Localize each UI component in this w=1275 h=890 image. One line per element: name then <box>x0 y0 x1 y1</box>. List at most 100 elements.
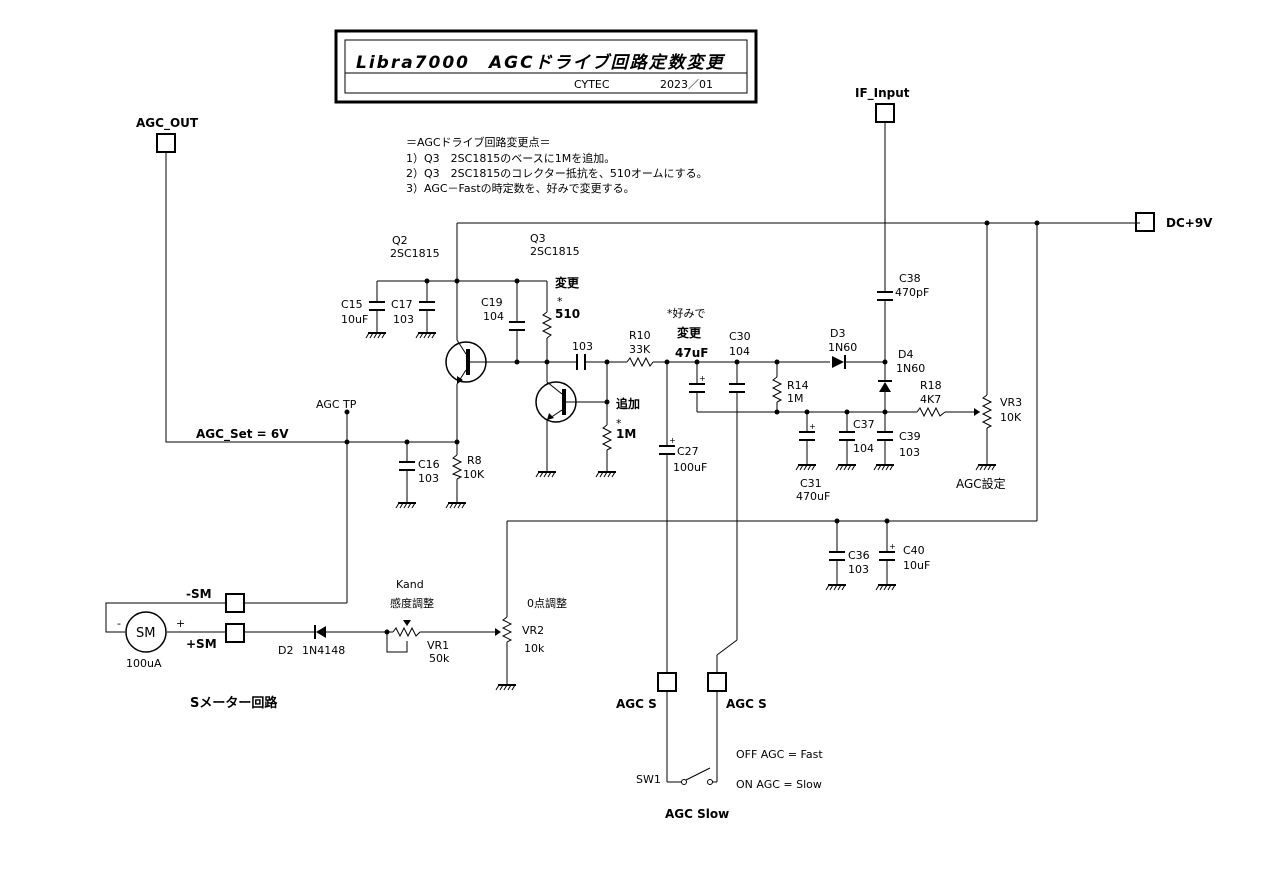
sw1-label: SW1 <box>636 773 661 786</box>
r18-ref: R18 <box>920 379 942 392</box>
ground-symbol <box>595 471 616 478</box>
r8-value: 10K <box>463 468 485 481</box>
smeter-label: Sメーター回路 <box>190 695 278 711</box>
r10-ref: R10 <box>629 329 651 342</box>
meter-label: SM <box>136 626 155 641</box>
c38-ref: C38 <box>899 272 921 285</box>
c39-symbol <box>877 431 893 441</box>
r510-symbol <box>541 311 553 339</box>
preference-note: *好みで <box>667 306 706 320</box>
d2-ref: D2 <box>278 644 293 657</box>
r1m-add-mark: 追加 <box>616 396 640 411</box>
c15-symbol <box>369 301 385 311</box>
vr3-ref: VR3 <box>1000 396 1022 409</box>
ground-symbol <box>795 464 816 471</box>
svg-text:+: + <box>669 436 676 445</box>
r8-symbol <box>451 454 463 480</box>
c36-symbol <box>829 551 845 561</box>
c39-value: 103 <box>899 446 920 459</box>
if-input-label: IF_Input <box>855 86 910 101</box>
ground-symbol <box>825 584 846 591</box>
change-notes: ＝AGCドライブ回路変更点＝ 1）Q3 2SC1815のベースに1Mを追加。 2… <box>406 135 708 195</box>
zero-label: 0点調整 <box>527 596 567 610</box>
r1m-add-symbol <box>601 424 613 451</box>
c15-value: 10uF <box>341 313 368 326</box>
vr2-value: 10k <box>524 642 545 655</box>
c103-coupling-symbol <box>576 354 586 370</box>
agc-tp-label: AGC TP <box>316 398 357 411</box>
c47u-symbol: + <box>689 374 706 393</box>
c40-symbol: + <box>879 542 896 561</box>
r10-value: 33K <box>629 343 651 356</box>
c19-value: 104 <box>483 310 504 323</box>
q2-ref: Q2 <box>392 234 408 247</box>
c38-value: 470pF <box>895 286 929 299</box>
sw1-switch <box>681 767 713 785</box>
r510-value: 510 <box>555 307 580 321</box>
potentiometers <box>392 394 993 643</box>
q2-transistor <box>445 339 487 385</box>
r14-value: 1M <box>787 392 804 405</box>
q3-value: 2SC1815 <box>530 245 580 258</box>
c16-symbol <box>399 461 415 471</box>
r510-star: * <box>557 295 563 308</box>
ground-symbol <box>873 464 894 471</box>
sm-plus-label: +SM <box>186 637 217 651</box>
title-date: 2023／01 <box>660 78 713 91</box>
component-labels: Q2 2SC1815 Q3 2SC1815 C15 10uF C17 103 C… <box>278 232 1022 665</box>
grounds <box>365 332 996 691</box>
diodes <box>314 355 892 639</box>
dc9v-port <box>1135 212 1155 232</box>
c27-symbol: + <box>659 436 676 455</box>
ground-symbol <box>495 684 516 691</box>
q3-ref: Q3 <box>530 232 546 245</box>
sm-plus-port <box>225 623 245 643</box>
on-slow-label: ON AGC = Slow <box>736 778 822 791</box>
d4-symbol <box>878 380 892 392</box>
r10-symbol <box>626 356 654 368</box>
c47u-mark: 変更 <box>677 325 702 340</box>
svg-text:+: + <box>809 422 816 431</box>
ground-symbol <box>835 464 856 471</box>
r510-mark: 変更 <box>555 275 580 290</box>
title-company: CYTEC <box>574 78 610 91</box>
c17-ref: C17 <box>391 298 413 311</box>
c16-value: 103 <box>418 472 439 485</box>
vr3-value: 10K <box>1000 411 1022 424</box>
c31-symbol: + <box>799 422 816 441</box>
c31-value: 470uF <box>796 490 830 503</box>
capacitors: + + + + <box>369 291 896 561</box>
off-fast-label: OFF AGC = Fast <box>736 748 823 761</box>
note-3: 3）AGC－Fastの時定数を、好みで変更する。 <box>406 181 635 195</box>
sm-minus-label: -SM <box>186 587 212 601</box>
q3-transistor <box>535 381 577 423</box>
vr1-ref: VR1 <box>427 639 449 652</box>
c17-value: 103 <box>393 313 414 326</box>
c37-ref: C37 <box>853 418 875 431</box>
svg-text:+: + <box>699 374 706 383</box>
agc-setting-label: AGC設定 <box>956 476 1006 491</box>
agc-s-label-2: AGC S <box>726 697 767 711</box>
c47u-value: 47uF <box>675 346 708 360</box>
r18-value: 4K7 <box>920 393 941 406</box>
ground-symbol <box>875 584 896 591</box>
agc-out-port <box>156 133 176 153</box>
c30-symbol <box>729 383 745 393</box>
c40-ref: C40 <box>903 544 925 557</box>
vr1-symbol <box>392 620 421 638</box>
c19-ref: C19 <box>481 296 503 309</box>
c31-ref: C31 <box>800 477 822 490</box>
note-heading: ＝AGCドライブ回路変更点＝ <box>406 135 551 149</box>
c39-ref: C39 <box>899 430 921 443</box>
ground-symbol <box>535 471 556 478</box>
c16-ref: C16 <box>418 458 440 471</box>
sm-minus-port <box>225 593 245 613</box>
c103-coupling-value: 103 <box>572 340 593 353</box>
c37-value: 104 <box>853 442 874 455</box>
c36-ref: C36 <box>848 549 870 562</box>
if-input-port <box>875 103 895 123</box>
dc9v-label: DC+9V <box>1166 216 1213 230</box>
c17-symbol <box>419 301 435 311</box>
d3-value: 1N60 <box>828 341 857 354</box>
